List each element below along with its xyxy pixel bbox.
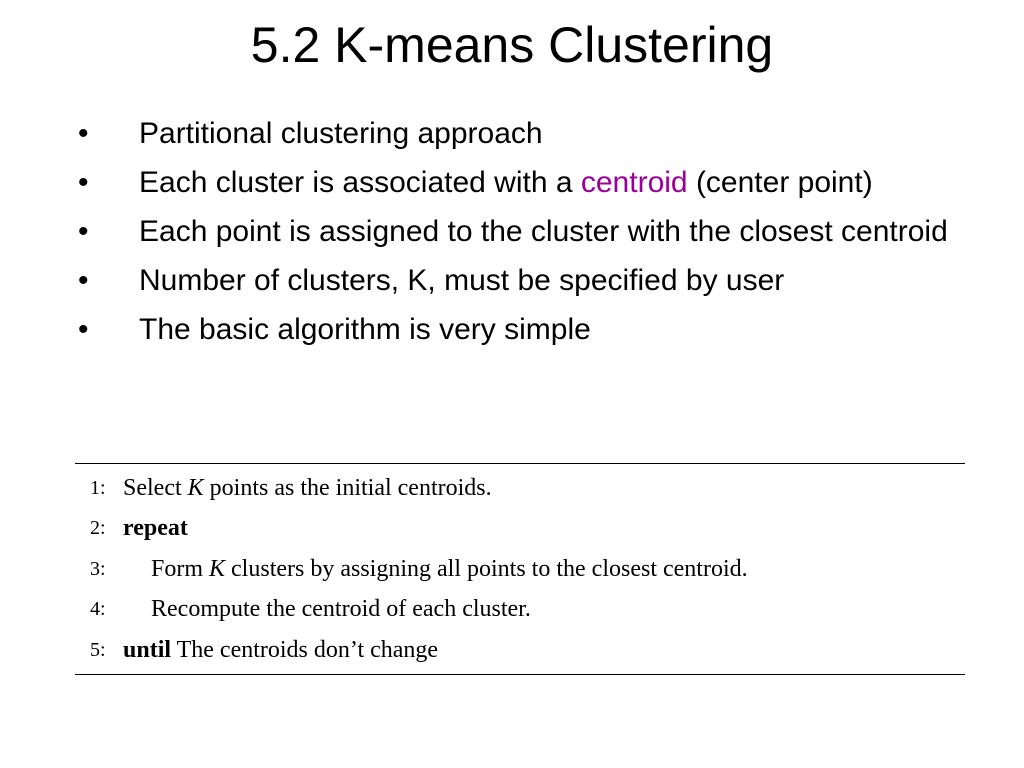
- bullet-marker: •: [78, 313, 89, 346]
- bullet-text: Partitional clustering approach: [139, 117, 543, 150]
- bullet-item: • Each point is assigned to the cluster …: [78, 212, 958, 252]
- line-number: 2:: [90, 517, 106, 539]
- line-text: until The centroids don’t change: [123, 637, 439, 663]
- bullet-list: • Partitional clustering approach • Each…: [78, 114, 958, 359]
- centroid-highlight: centroid: [580, 166, 688, 199]
- line-number: 5:: [90, 639, 106, 661]
- bullet-marker: •: [78, 117, 89, 150]
- bullet-item: • Partitional clustering approach: [78, 114, 958, 154]
- repeat-keyword: repeat: [123, 515, 188, 541]
- bullet-marker: •: [78, 166, 89, 199]
- bullet-text: Each point is assigned to the cluster wi…: [139, 215, 948, 248]
- bullet-item: • Number of clusters, K, must be specifi…: [78, 261, 958, 301]
- algorithm-box: 1: Select K points as the initial centro…: [75, 463, 965, 675]
- until-keyword: until: [123, 637, 172, 663]
- bullet-marker: •: [78, 215, 89, 248]
- k-variable: K: [187, 475, 204, 501]
- line-number: 3:: [90, 558, 106, 580]
- bullet-text: The basic algorithm is very simple: [139, 313, 591, 346]
- bullet-item: • Each cluster is associated with a cent…: [78, 163, 958, 203]
- line-text: Form K clusters by assigning all points …: [151, 556, 748, 582]
- line-text: Select K points as the initial centroids…: [123, 475, 492, 501]
- slide-title: 5.2 K-means Clustering: [250, 17, 774, 73]
- line-text: Recompute the centroid of each cluster.: [151, 596, 531, 622]
- line-number: 1:: [90, 477, 106, 499]
- line-number: 4:: [90, 598, 106, 620]
- bullet-item: • The basic algorithm is very simple: [78, 310, 958, 350]
- bullet-text: (center point): [687, 166, 873, 199]
- bullet-text: Each cluster is associated with a: [139, 166, 581, 199]
- bullet-text: Number of clusters, K, must be specified…: [139, 264, 785, 297]
- k-variable: K: [209, 556, 226, 582]
- line-text: repeat: [123, 508, 188, 548]
- bullet-marker: •: [78, 264, 89, 297]
